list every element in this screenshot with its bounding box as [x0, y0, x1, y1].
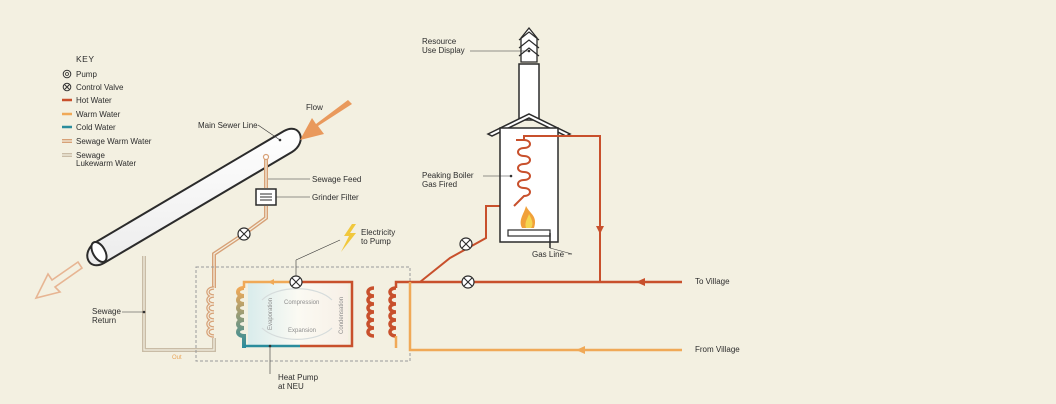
sewage-return-line: [142, 256, 216, 352]
refrigerant-loop: Compression Expansion Evaporation Conden…: [242, 279, 354, 348]
key-label-cold-water: Cold Water: [76, 123, 116, 132]
key-label-warm-water: Warm Water: [76, 110, 121, 119]
resource-label-2: Use Display: [422, 46, 465, 55]
sewage-return-label-2: Return: [92, 316, 116, 325]
key-item-control-valve: Control Valve: [62, 82, 124, 92]
electricity-label: Electricity: [361, 228, 395, 237]
warm-return-line: [408, 282, 682, 354]
key-label-pump: Pump: [76, 70, 97, 79]
electricity-label-2: to Pump: [361, 237, 391, 246]
evaporation-label: Evaporation: [268, 298, 274, 330]
peaking-boiler-label-2: Gas Fired: [422, 180, 457, 189]
peaking-boiler: [486, 63, 604, 282]
main-sewer-pipe: [86, 127, 302, 267]
key-title: KEY: [76, 54, 95, 64]
sewage-feed-label: Sewage Feed: [312, 175, 361, 184]
flow-arrow: Flow: [300, 100, 352, 140]
resource-use-display: [518, 26, 540, 63]
to-village-label: To Village: [695, 277, 730, 286]
condensation-label: Condensation: [339, 297, 345, 334]
heat-pump-compressor: [289, 239, 341, 289]
flow-label: Flow: [306, 103, 323, 112]
key-label-sewage: Sewage: [76, 151, 105, 160]
key-label-control-valve: Control Valve: [76, 83, 124, 92]
heat-pump-label-2: at NEU: [278, 382, 304, 391]
grinder-filter-label: Grinder Filter: [312, 193, 359, 202]
grinder-filter: [255, 188, 277, 206]
expansion-label: Expansion: [288, 328, 316, 334]
outflow-arrow: [34, 260, 84, 300]
sewage-return-label: Sewage: [92, 307, 121, 316]
out-label: Out: [172, 355, 182, 361]
key-item-cold-water: Cold Water: [62, 123, 116, 132]
key-label-hot-water: Hot Water: [76, 96, 112, 105]
key-label-sewage-warm: Sewage Warm Water: [76, 137, 152, 146]
resource-label: Resource: [422, 37, 457, 46]
key-legend: KEY Pump Control Valve Hot Water Warm Wa…: [62, 54, 152, 168]
control-valve-icon: [62, 82, 72, 92]
sewage-coil: [206, 286, 215, 338]
key-item-warm-water: Warm Water: [62, 110, 121, 119]
from-village-label: From Village: [695, 345, 740, 354]
compression-label: Compression: [284, 300, 319, 306]
condenser-coil: [366, 286, 398, 348]
sewage-control-valve: [237, 227, 251, 241]
supply-valve: [461, 275, 475, 289]
peaking-boiler-label: Peaking Boiler: [422, 171, 474, 180]
evaporator-coil: [236, 286, 246, 348]
key-label-lukewarm: Lukewarm Water: [76, 159, 137, 168]
electricity-bolt-icon: [341, 224, 356, 252]
key-item-sewage-warm-water: Sewage Warm Water: [62, 137, 152, 146]
key-item-pump: Pump: [62, 69, 97, 79]
pump-icon: [62, 69, 72, 79]
hot-supply-line: [394, 205, 682, 288]
main-sewer-line-label: Main Sewer Line: [198, 121, 258, 130]
boiler-branch-valve: [459, 237, 473, 251]
gas-line-label: Gas Line: [532, 250, 565, 259]
key-item-hot-water: Hot Water: [62, 96, 112, 105]
heat-pump-label: Heat Pump: [278, 373, 319, 382]
key-item-sewage-lukewarm: Sewage Lukewarm Water: [62, 151, 137, 168]
